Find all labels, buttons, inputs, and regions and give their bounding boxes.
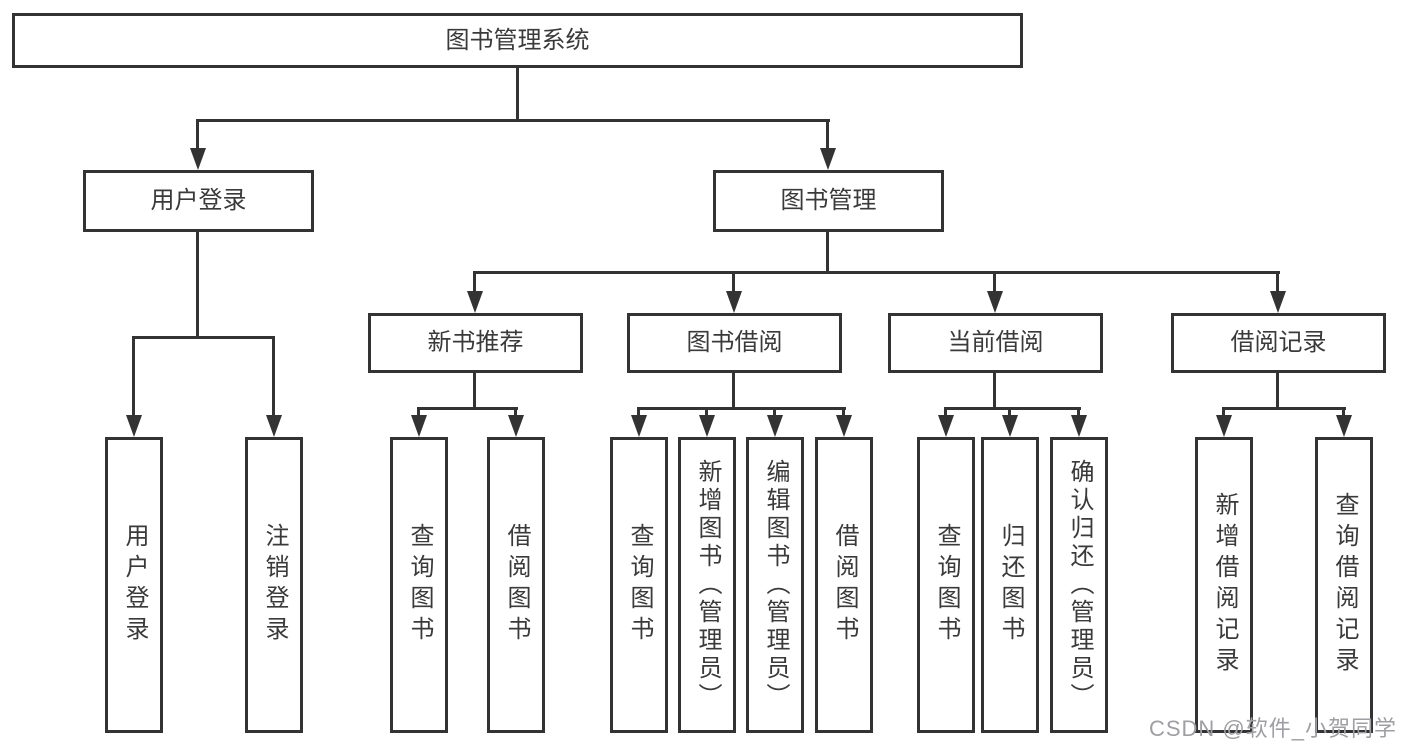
node-label: 注销登录: [261, 523, 288, 647]
arrowhead-icon: [767, 415, 783, 437]
connector-line: [473, 271, 476, 295]
arrowhead-icon: [938, 415, 954, 437]
connector-line: [993, 271, 996, 295]
connector-line: [773, 407, 776, 418]
node-leaf-records-query-record: 查询借阅记录: [1315, 437, 1373, 733]
node-label: 图书管理: [780, 187, 877, 214]
node-user-login: 用户登录: [83, 170, 314, 232]
arrowhead-icon: [266, 415, 282, 437]
node-leaf-borrowing-query-book: 查询图书: [610, 437, 668, 733]
node-new-book-recommend: 新书推荐: [368, 313, 583, 373]
connector-line: [637, 407, 640, 418]
connector-line: [516, 68, 519, 122]
connector-line: [1008, 407, 1011, 418]
connector-line: [197, 119, 830, 122]
node-label: 新书推荐: [427, 329, 524, 356]
arrowhead-icon: [726, 291, 742, 313]
node-label: 借阅记录: [1230, 329, 1327, 356]
connector-line: [945, 407, 1081, 410]
arrowhead-icon: [836, 415, 852, 437]
node-label: 当前借阅: [947, 329, 1044, 356]
arrowhead-icon: [1071, 415, 1087, 437]
connector-line: [473, 373, 476, 410]
node-leaf-current-return-book: 归还图书: [981, 437, 1039, 733]
connector-line: [1342, 407, 1345, 418]
node-label: 确认归还（管理员）: [1066, 459, 1093, 711]
connector-line: [475, 271, 1280, 274]
connector-line: [826, 119, 829, 154]
node-leaf-recommend-borrow-book: 借阅图书: [487, 437, 545, 733]
arrowhead-icon: [987, 291, 1003, 313]
node-label: 新增借阅记录: [1211, 492, 1238, 678]
node-leaf-borrowing-edit-book: 编辑图书（管理员）: [746, 437, 804, 733]
arrowhead-icon: [1336, 415, 1352, 437]
node-label: 查询图书: [933, 523, 960, 647]
arrowhead-icon: [467, 291, 483, 313]
arrowhead-icon: [190, 148, 206, 170]
node-leaf-current-confirm-return: 确认归还（管理员）: [1050, 437, 1108, 733]
connector-line: [826, 232, 829, 274]
arrowhead-icon: [820, 148, 836, 170]
node-label: 借阅图书: [503, 523, 530, 647]
node-leaf-borrowing-add-book: 新增图书（管理员）: [678, 437, 736, 733]
node-leaf-logout: 注销登录: [245, 437, 303, 733]
node-leaf-records-add-record: 新增借阅记录: [1195, 437, 1253, 733]
connector-line: [1222, 407, 1225, 418]
arrowhead-icon: [1270, 291, 1286, 313]
node-label: 查询借阅记录: [1331, 492, 1358, 678]
node-leaf-user-login: 用户登录: [105, 437, 163, 733]
connector-line: [732, 373, 735, 410]
arrowhead-icon: [411, 415, 427, 437]
connector-line: [196, 119, 199, 154]
arrowhead-icon: [126, 415, 142, 437]
node-borrowing-records: 借阅记录: [1171, 313, 1386, 373]
node-current-borrowing: 当前借阅: [888, 313, 1103, 373]
node-book-management: 图书管理: [713, 170, 944, 232]
connector-line: [418, 407, 518, 410]
connector-line: [514, 407, 517, 418]
node-label: 借阅图书: [831, 523, 858, 647]
node-label: 新增图书（管理员）: [694, 459, 721, 711]
node-library-management-system: 图书管理系统: [12, 13, 1023, 68]
connector-line: [417, 407, 420, 418]
node-label: 编辑图书（管理员）: [762, 459, 789, 711]
node-label: 查询图书: [406, 523, 433, 647]
node-label: 查询图书: [626, 523, 653, 647]
node-label: 图书管理系统: [445, 26, 590, 54]
connector-line: [944, 407, 947, 418]
node-label: 归还图书: [997, 523, 1024, 647]
connector-line: [638, 407, 846, 410]
node-label: 用户登录: [150, 187, 247, 214]
node-leaf-current-query-book: 查询图书: [917, 437, 975, 733]
node-leaf-recommend-query-book: 查询图书: [390, 437, 448, 733]
connector-line: [132, 336, 135, 418]
connector-line: [993, 373, 996, 410]
node-label: 图书借阅: [686, 329, 783, 356]
arrowhead-icon: [699, 415, 715, 437]
arrowhead-icon: [631, 415, 647, 437]
connector-line: [272, 336, 275, 418]
node-leaf-borrowing-borrow-book: 借阅图书: [815, 437, 873, 733]
watermark: CSDN @软件_小贺同学: [1148, 716, 1397, 741]
connector-line: [196, 232, 199, 339]
node-label: 用户登录: [121, 523, 148, 647]
connector-line: [732, 271, 735, 295]
arrowhead-icon: [1002, 415, 1018, 437]
connector-line: [842, 407, 845, 418]
connector-line: [1077, 407, 1080, 418]
arrowhead-icon: [508, 415, 524, 437]
connector-line: [133, 336, 275, 339]
arrowhead-icon: [1216, 415, 1232, 437]
node-book-borrowing: 图书借阅: [627, 313, 842, 373]
connector-line: [705, 407, 708, 418]
connector-line: [1276, 271, 1279, 295]
connector-line: [1223, 407, 1346, 410]
connector-line: [1276, 373, 1279, 410]
